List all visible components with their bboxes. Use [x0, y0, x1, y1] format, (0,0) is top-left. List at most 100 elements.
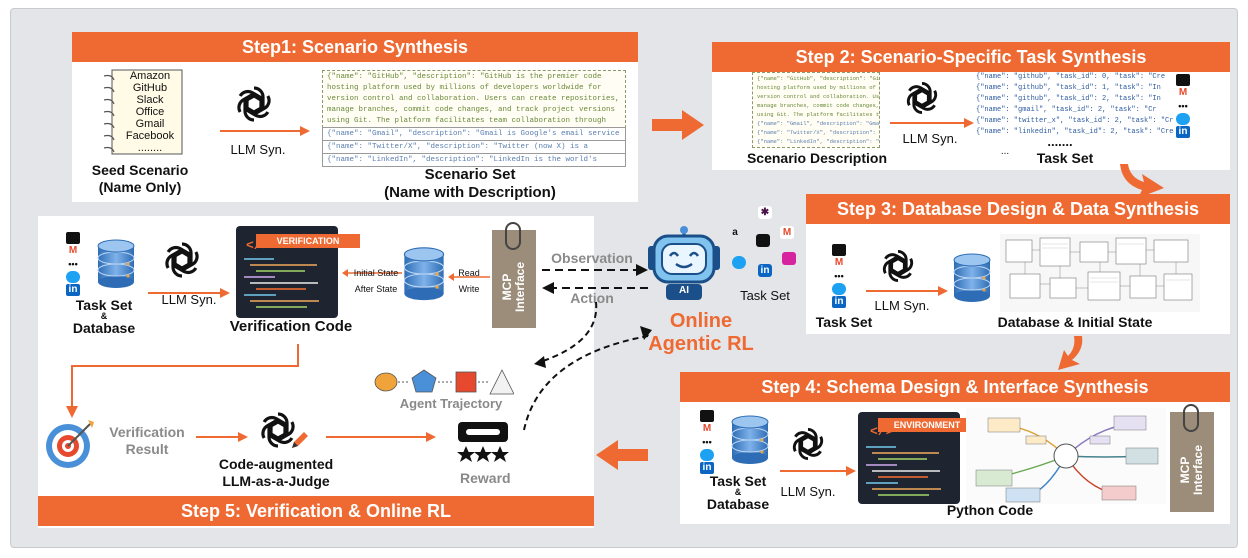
json-row-text: {"name": "Twitter/X", "description": "Tw…	[327, 143, 589, 151]
json-line: version control and collaboration. Users…	[327, 95, 620, 103]
task-set-text: Task Set	[75, 297, 133, 313]
code-line	[866, 446, 896, 448]
arrow-right-icon	[220, 126, 310, 136]
code-line	[878, 494, 929, 496]
json-line: using Git. The platform facilitates team…	[327, 117, 607, 125]
code-line	[244, 276, 275, 278]
llm-syn-label: LLM Syn.	[902, 131, 958, 146]
llm-logo-icon	[237, 86, 271, 122]
database-icon	[403, 247, 445, 301]
observation-label: Observation	[551, 250, 633, 266]
code-line	[250, 300, 319, 302]
linkedin-icon: in	[700, 462, 714, 474]
arrow-right-icon	[196, 432, 248, 442]
task-ellipsis: ...	[1000, 146, 1010, 157]
amazon-icon: a	[732, 227, 738, 238]
paperclip-icon	[505, 222, 521, 250]
code-line	[872, 488, 941, 490]
task-set-json: {"name": "github", "task_id": 0, "task":…	[976, 72, 1174, 138]
gmail-icon: M	[700, 423, 714, 435]
step4-header: Step 4: Schema Design & Interface Synthe…	[680, 372, 1230, 402]
more-dots-icon: •••	[68, 259, 78, 269]
code-line	[250, 264, 317, 266]
task-line: {"name": "github", "task_id": 2, "task":…	[976, 95, 1161, 103]
database-icon	[953, 253, 991, 302]
github-icon	[832, 244, 846, 256]
verification-path-arrow	[66, 344, 299, 418]
write-label: Write	[458, 284, 480, 294]
read-write-arrows	[448, 273, 490, 281]
arrow-right-icon	[866, 286, 948, 296]
step1-header: Step1: Scenario Synthesis	[72, 32, 638, 62]
paperclip-icon	[1183, 404, 1199, 432]
llm-judge-logo-icon	[261, 412, 295, 448]
llm-syn-label: LLM Syn.	[874, 298, 930, 313]
seed-name: Facebook	[125, 130, 175, 142]
mcp-interface-block: MCP Interface	[1170, 404, 1214, 512]
set-label-line1: Scenario Set	[424, 166, 516, 183]
mind-map-image	[966, 408, 1166, 504]
github-icon	[66, 232, 80, 244]
code-line	[244, 294, 276, 296]
target-icon	[46, 420, 94, 468]
database-text: Database	[706, 496, 770, 512]
llm-logo-icon	[792, 428, 824, 460]
code-line	[256, 270, 305, 272]
instagram-icon	[782, 252, 796, 265]
scenario-json-row: {"name": "Gmail", "description": "Gmail …	[322, 127, 626, 141]
twitter-icon	[700, 449, 714, 461]
agent-trajectory-shapes	[374, 369, 514, 395]
agent-trajectory-label: Agent Trajectory	[399, 396, 503, 411]
task-set-text: Task Set	[709, 473, 767, 489]
gmail-icon: M	[1176, 87, 1190, 99]
title-line2: Agentic RL	[648, 333, 754, 355]
code-line	[250, 282, 318, 284]
agent-ai-badge: AI	[679, 285, 689, 296]
gmail-icon: M	[66, 245, 80, 257]
pencil-icon	[292, 432, 308, 448]
app-icon-column: M•••in	[66, 232, 84, 298]
database-icon	[731, 415, 769, 464]
github-icon	[1176, 74, 1190, 86]
code-line	[256, 288, 306, 290]
twitter-icon	[832, 283, 846, 295]
seed-label-line2: (Name Only)	[98, 178, 182, 195]
verification-badge: VERIFICATION	[256, 234, 360, 248]
llm-logo-icon	[906, 82, 938, 114]
center-task-set-label: Task Set	[740, 288, 790, 303]
judge-line1: Code-augmented	[218, 456, 334, 472]
linkedin-icon: in	[758, 264, 772, 277]
arrow-right-icon	[326, 432, 436, 442]
code-line	[866, 482, 898, 484]
json-row-text: {"name": "Gmail", "description": "Gmail …	[327, 130, 620, 138]
notepad-icon	[103, 69, 183, 155]
json-line: {"name": "GitHub", "description": "GitHu…	[327, 73, 602, 81]
reward-label: Reward	[460, 470, 511, 486]
scenario-json-main: {"name": "GitHub", "description": "GitHu…	[322, 70, 626, 128]
llm-syn-label: LLM Syn.	[161, 292, 217, 307]
task-line: {"name": "github", "task_id": 0, "task":…	[976, 73, 1166, 81]
app-icon-column: M•••in	[832, 244, 850, 310]
judge-line2: LLM-as-a-Judge	[222, 472, 330, 489]
curved-arrow-icon	[1058, 336, 1083, 370]
reward-icon	[457, 422, 509, 462]
title-line1: Online	[669, 310, 733, 332]
arrow-right-icon	[890, 118, 974, 128]
python-code-label: Python Code	[946, 502, 1034, 518]
json-line: {"name": "LinkedIn", "description": "Li	[757, 138, 880, 145]
json-line: {"name": "Twitter/X", "description": "	[757, 129, 880, 136]
code-line	[866, 464, 897, 466]
action-label: Action	[570, 290, 614, 306]
mcp-interface-block: MCP Interface	[492, 222, 536, 328]
read-label: Read	[458, 268, 480, 278]
gmail-icon: M	[832, 257, 846, 269]
block-arrow-icon	[652, 110, 704, 140]
task-line: {"name": "gmail", "task_id": 2, "task": …	[976, 106, 1157, 114]
twitter-icon	[66, 271, 80, 283]
gmail-icon: M	[780, 226, 794, 239]
step2-header: Step 2: Scenario-Specific Task Synthesis	[712, 42, 1230, 72]
json-line: hosting platform used by millions of dev…	[327, 84, 602, 92]
linkedin-icon: in	[1176, 126, 1190, 138]
json-line: manage branches, commit code changes, a	[757, 102, 880, 109]
